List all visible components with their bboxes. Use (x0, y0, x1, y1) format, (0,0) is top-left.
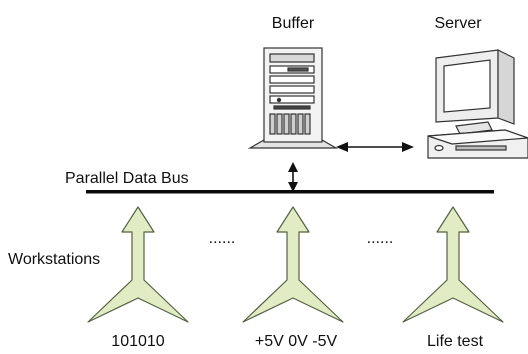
workstation-arrow-3 (402, 206, 504, 323)
ellipsis-1: ...... (209, 230, 236, 247)
workstation-arrow-1 (87, 206, 189, 323)
desktop-computer-icon (427, 49, 528, 159)
ellipsis-2: ...... (367, 230, 394, 247)
parallel-data-bus-line (86, 190, 494, 194)
buffer-bus-arrow (288, 162, 298, 192)
workstation-caption-1: 101010 (111, 333, 164, 350)
workstation-caption-2: +5V 0V -5V (255, 333, 338, 350)
buffer-label: Buffer (272, 15, 315, 32)
workstation-caption-3: Life test (427, 333, 484, 350)
workstations-label: Workstations (8, 251, 100, 268)
buffer-server-arrow (336, 142, 414, 152)
workstation-arrow-2 (242, 206, 344, 323)
server-label: Server (434, 15, 482, 32)
server-tower-icon (247, 47, 339, 149)
bus-label: Parallel Data Bus (65, 170, 189, 187)
